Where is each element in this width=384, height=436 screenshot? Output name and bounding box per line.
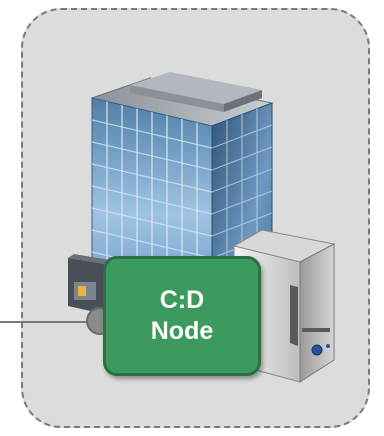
connector-line xyxy=(0,321,100,323)
cd-node[interactable]: C:D Node xyxy=(103,256,261,376)
node-label-line2: Node xyxy=(150,317,214,345)
node-label-line1: C:D xyxy=(159,286,205,314)
